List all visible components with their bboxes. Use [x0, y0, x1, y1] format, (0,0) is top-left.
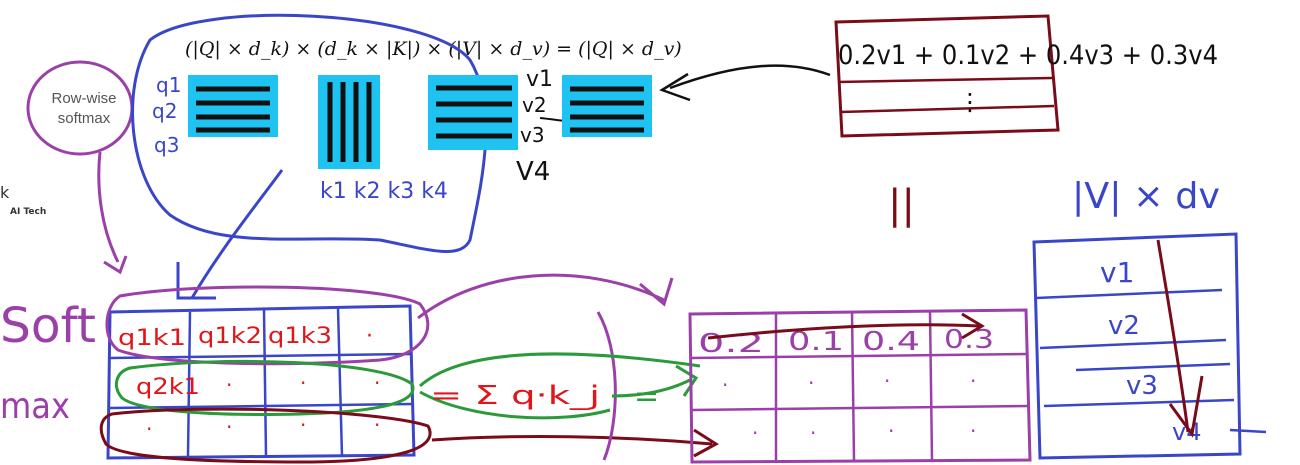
weighted-sum-row1: 0.2v1 + 0.1v2 + 0.4v3 + 0.3v4: [838, 40, 1218, 71]
weighted-sum-arrow: [659, 64, 831, 102]
key-labels: k1 k2 k3 k4: [320, 179, 448, 204]
prob-cell-3-2: ·: [810, 421, 816, 445]
prob-cell-1-3: 0.4: [862, 327, 920, 357]
prob-row2-cells: · · · ·: [722, 369, 976, 397]
prob-cell-2-2: ·: [808, 371, 814, 395]
prob-cell-1-2: 0.1: [788, 327, 844, 357]
lasso-connector-tick: [176, 262, 216, 300]
prob-cell-3-1: ·: [752, 421, 758, 445]
score-row2-highlight: [114, 359, 415, 416]
value-cell-3: v3: [1126, 371, 1158, 401]
score-row1-highlight: [105, 285, 430, 366]
row-wise-softmax-bubble: Row-wise softmax: [26, 60, 134, 275]
score-row3-highlight: [99, 407, 432, 464]
side-logo-mark: k: [0, 183, 10, 202]
value-matrix-cells: v1 v2 v3 v4: [1100, 256, 1201, 446]
prob-cell-3-3: ·: [888, 419, 894, 443]
score-cell-2-1: q2k1: [136, 375, 200, 400]
bubble-arrow: [97, 151, 120, 263]
softmax-note-line1: Row-wise: [51, 90, 116, 107]
value-label-1: v1: [526, 67, 553, 92]
value-cell-1: v1: [1100, 256, 1134, 289]
blue-lasso: [131, 13, 488, 253]
side-logo: k AI Tech: [0, 183, 46, 217]
value-matrix: [1032, 232, 1267, 460]
score-cell-3-3: ·: [300, 413, 306, 437]
prob-cell-3-4: ·: [970, 419, 976, 443]
score-row3-cells: · · · ·: [146, 413, 380, 441]
score-cell-1-3: q1k3: [268, 324, 332, 349]
value-cell-2: v2: [1108, 311, 1140, 341]
prob-row3-cells: · · · ·: [752, 419, 976, 445]
query-label-2: q2: [152, 99, 177, 123]
row3-arrow: [431, 428, 719, 458]
max-label: max: [0, 386, 70, 427]
purple-arch: [417, 273, 674, 461]
prob-cell-2-4: ·: [970, 369, 976, 393]
output-matrix: [562, 75, 652, 137]
prob-row1-arrow: [707, 312, 985, 340]
query-label-1: q1: [156, 73, 181, 97]
score-cell-1-4: ·: [366, 324, 373, 349]
score-cell-1-2: q1k2: [198, 324, 262, 349]
sum-expr-text: = Σ q·k_j: [430, 381, 600, 411]
prob-cell-1-4: 0.3: [944, 325, 994, 355]
weighted-sum-box: 0.2v1 + 0.1v2 + 0.4v3 + 0.3v4 ⋮: [834, 14, 1218, 138]
score-cell-2-2: ·: [226, 373, 232, 397]
sum-expression: = Σ q·k_j =: [418, 352, 701, 420]
value-column-arrow: [1156, 239, 1204, 438]
score-cell-3-1: ·: [146, 417, 152, 441]
equals-mark: ||: [888, 182, 915, 228]
soft-label: Soft: [0, 298, 96, 354]
q-matrix: [188, 75, 278, 137]
v-matrix: [428, 75, 518, 150]
score-cell-2-3: ·: [300, 371, 306, 395]
score-cell-1-1: q1k1: [118, 326, 186, 351]
k-matrix: [318, 75, 380, 169]
value-label-3: v3: [520, 123, 545, 147]
eq-sign: =: [634, 379, 659, 414]
score-row2-cells: q2k1 · · ·: [136, 371, 380, 400]
prob-cell-2-3: ·: [884, 369, 890, 393]
prob-matrix: [688, 308, 1032, 464]
score-cell-3-2: ·: [226, 415, 232, 439]
value-labels: v1 v2 v3 V4: [516, 67, 553, 187]
side-logo-text: AI Tech: [10, 207, 46, 217]
score-cell-3-4: ·: [374, 413, 380, 437]
prob-row1-cells: 0.2 0.1 0.4 0.3: [698, 325, 994, 359]
score-cell-2-4: ·: [374, 371, 380, 395]
prob-cell-2-1: ·: [722, 373, 728, 397]
query-labels: q1 q2 q3: [152, 73, 181, 157]
query-label-3: q3: [154, 133, 179, 157]
weighted-sum-row2: ⋮: [958, 88, 982, 116]
value-label-4: V4: [516, 157, 550, 187]
softmax-note-line2: softmax: [58, 110, 111, 127]
formula-text: (|Q| × d_k) × (d_k × |K|) × (|V| × d_v) …: [185, 38, 682, 60]
score-row1-cells: q1k1 q1k2 q1k3 ·: [118, 324, 373, 351]
dims-label: |V| × dv: [1072, 176, 1220, 217]
value-label-2: v2: [522, 93, 547, 117]
bubble-arrowhead: [103, 255, 128, 275]
lasso-connector: [190, 169, 284, 299]
